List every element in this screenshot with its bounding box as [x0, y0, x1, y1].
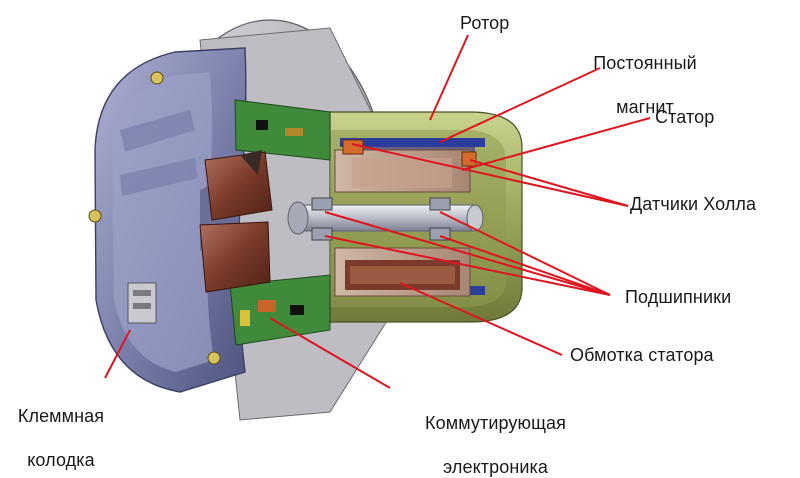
front-housing: [88, 47, 247, 393]
leader-bearing-4: [439, 235, 611, 296]
bearings: [311, 197, 451, 241]
leader-terminal-block: [104, 329, 131, 379]
label-terminal-block: Клеммная колодка: [0, 383, 122, 471]
label-rotor: Ротор: [460, 13, 510, 33]
label-commutating-electronics-line2: электроника: [442, 457, 549, 477]
leader-lines: [104, 34, 651, 389]
leader-bearing-2: [439, 211, 611, 296]
label-terminal-block-line2: колодка: [27, 450, 95, 470]
bldc-motor-cutaway-illustration: [88, 19, 651, 421]
label-hall-sensors: Датчики Холла: [630, 194, 757, 214]
label-stator: Статор: [655, 107, 715, 127]
label-commutating-electronics-line1: Коммутирующая: [425, 413, 566, 433]
label-permanent-magnet-line1: Постоянный: [593, 53, 697, 73]
label-bearings: Подшипники: [625, 287, 732, 307]
motor-diagram: Ротор Постоянный магнит Статор Датчики Х…: [18, 13, 757, 477]
label-permanent-magnet-line2: магнит: [616, 97, 674, 117]
leader-hall-sensor-2: [469, 159, 629, 207]
leader-rotor: [429, 34, 469, 121]
terminal-block: [127, 282, 157, 324]
front-windings: [199, 150, 273, 293]
hall-sensors: [342, 139, 477, 167]
leader-stator-winding: [399, 282, 563, 356]
commutating-electronics: [229, 99, 331, 346]
leader-stator: [461, 117, 651, 171]
label-commutating-electronics: Коммутирующая электроника: [408, 390, 583, 478]
leader-bearing-1: [324, 211, 611, 296]
label-terminal-block-line1: Клеммная: [17, 406, 105, 426]
leader-commutating-electronics: [269, 317, 391, 389]
leader-bearing-3: [324, 235, 611, 296]
leader-permanent-magnet: [439, 67, 601, 143]
label-stator-winding: Обмотка статора: [570, 345, 714, 365]
label-permanent-magnet: Постоянный магнит: [580, 30, 710, 118]
leader-hall-sensor-1: [351, 143, 629, 207]
